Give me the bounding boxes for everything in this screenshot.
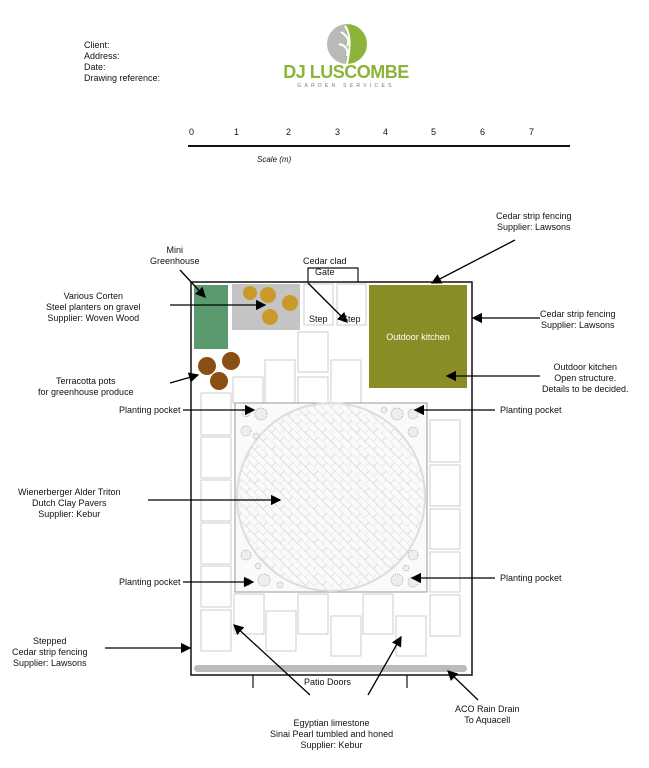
corten-planters <box>243 286 298 325</box>
company-logo: DJ LUSCOMBE GARDEN SERVICES <box>283 22 413 100</box>
scale-tick: 2 <box>286 127 292 137</box>
scale-bar <box>188 145 570 147</box>
callout-planting-pocket: Planting pocket <box>500 573 562 583</box>
callout-planting-pocket: Planting pocket <box>119 405 181 415</box>
step-label: Step <box>342 314 361 324</box>
step-1 <box>303 283 334 326</box>
project-info: Client: Address: Date: Drawing reference… <box>84 40 160 84</box>
scale-tick: 5 <box>431 127 437 137</box>
callout-stepped-fencing: Stepped Cedar strip fencing Supplier: La… <box>12 636 88 668</box>
logo-emblem-icon <box>327 24 367 65</box>
callout-clay-pavers: Wienerberger Alder Triton Dutch Clay Pav… <box>18 487 121 519</box>
callout-planting-pocket: Planting pocket <box>119 577 181 587</box>
callout-aco-drain: ACO Rain Drain To Aquacell <box>455 704 520 725</box>
callout-limestone: Egyptian limestone Sinai Pearl tumbled a… <box>270 718 394 750</box>
callout-terracotta-pots: Terracotta pots for greenhouse produce <box>38 376 134 397</box>
scale-tick: 6 <box>480 127 486 137</box>
scale-tick: 7 <box>529 127 535 137</box>
scale-tick: 3 <box>335 127 341 137</box>
address-label: Address: <box>84 51 120 61</box>
callout-corten-planters: Various Corten Steel planters on gravel … <box>46 291 141 323</box>
callout-mini-greenhouse: Mini Greenhouse <box>150 245 200 266</box>
terracotta-pots <box>198 352 240 390</box>
scale-label: Scale (m) <box>257 155 292 164</box>
outdoor-kitchen-label: Outdoor kitchen <box>386 332 450 342</box>
limestone-slabs <box>200 331 461 657</box>
logo-name: DJ LUSCOMBE <box>283 62 409 82</box>
step-label: Step <box>309 314 328 324</box>
callout-outdoor-kitchen: Outdoor kitchen Open structure. Details … <box>542 362 629 394</box>
logo-tagline: GARDEN SERVICES <box>297 83 395 89</box>
patio-doors-label: Patio Doors <box>304 677 352 687</box>
date-label: Date: <box>84 62 106 72</box>
callout-gate: Cedar clad Gate <box>303 256 347 277</box>
scale-tick: 0 <box>189 127 195 137</box>
callout-planting-pocket: Planting pocket <box>500 405 562 415</box>
scale-tick: 1 <box>234 127 240 137</box>
callout-arrows <box>105 239 540 701</box>
callout-fencing-right: Cedar strip fencing Supplier: Lawsons <box>540 309 616 330</box>
gate <box>307 267 359 282</box>
drawing-reference-label: Drawing reference: <box>84 73 161 83</box>
patio-doors <box>252 675 408 688</box>
aco-rain-drain <box>194 665 467 672</box>
circular-paving <box>236 402 426 592</box>
callout-fencing-top: Cedar strip fencing Supplier: Lawsons <box>496 211 572 232</box>
mini-greenhouse <box>194 285 228 349</box>
client-label: Client: <box>84 40 110 50</box>
scale-tick: 4 <box>383 127 389 137</box>
